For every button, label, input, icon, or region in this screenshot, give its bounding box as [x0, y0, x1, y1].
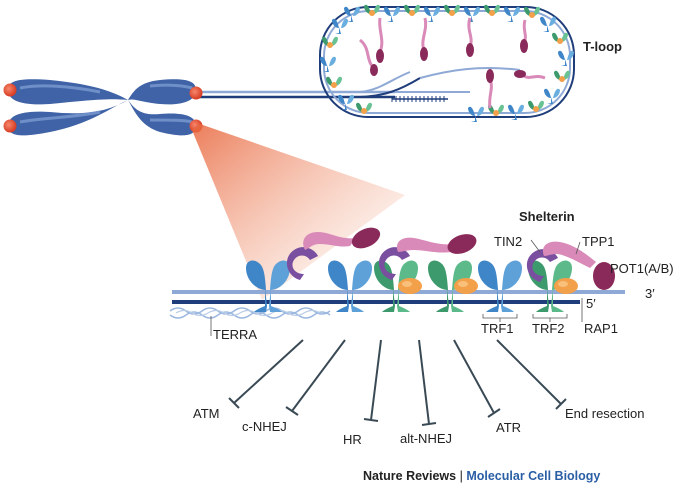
pathway-end-resection: End resection — [565, 406, 645, 421]
tpp1-protein — [542, 241, 596, 268]
tin2-label: TIN2 — [494, 234, 522, 249]
rap1-label: RAP1 — [584, 321, 618, 336]
trf1-bracket — [482, 314, 518, 322]
inhibit-end-resection-line — [496, 339, 567, 410]
pathway-atm: ATM — [193, 406, 219, 421]
d-loop-hatch — [391, 96, 448, 102]
telomere-cap-top-right — [189, 86, 203, 100]
figure-credit: Nature Reviews | Molecular Cell Biology — [363, 469, 600, 483]
pathway-c-nhej: c-NHEJ — [242, 419, 287, 434]
inhibit-hr-line — [363, 339, 382, 422]
rap1-protein — [454, 278, 478, 294]
inhibit-atr-line — [453, 339, 501, 418]
chromosome — [8, 79, 196, 136]
trf2-label: TRF2 — [532, 321, 565, 336]
trf1-label: TRF1 — [481, 321, 514, 336]
shelterin-complexes — [246, 227, 615, 312]
t-loop-outer — [319, 6, 575, 118]
credit-separator: | — [459, 469, 463, 483]
pathway-alt-nhej: alt-NHEJ — [400, 431, 452, 446]
trf2-bracket — [532, 314, 568, 322]
t-loop-label: T-loop — [583, 39, 622, 54]
tpp1-protein — [303, 232, 356, 250]
pot1-label: POT1(A/B) — [610, 261, 674, 276]
terra-rna — [169, 307, 331, 319]
terra-label: TERRA — [213, 327, 257, 342]
credit-journal: Nature Reviews — [363, 469, 457, 483]
inhibit-cnhej-line — [285, 339, 346, 416]
pot1-protein — [593, 262, 615, 290]
tin2-leader — [530, 239, 541, 253]
pathway-hr: HR — [343, 432, 362, 447]
five-prime-label: 5′ — [586, 296, 596, 311]
tpp1-label: TPP1 — [582, 234, 615, 249]
shelterin-label: Shelterin — [519, 209, 575, 224]
inhibit-altnhej-line — [418, 339, 437, 426]
t-loop-structure — [198, 4, 575, 122]
telomere-cap-bottom-left — [3, 119, 17, 133]
pot1-protein — [447, 234, 477, 254]
telomere-cap-top-left — [3, 83, 17, 97]
pathway-atr: ATR — [496, 420, 521, 435]
trf1-dimer — [328, 260, 372, 312]
t-loop-pot1-tails — [358, 17, 546, 109]
three-prime-label: 3′ — [645, 286, 655, 301]
trf1-dimer — [478, 260, 522, 312]
tpp1-protein — [396, 237, 456, 253]
zoom-cone — [192, 124, 405, 300]
tpp1-leader — [575, 241, 581, 255]
inhibition-arrows — [228, 339, 567, 426]
rap1-protein — [554, 278, 578, 294]
pot1-protein — [351, 227, 381, 249]
t-loop-shelterin-decor — [320, 4, 574, 122]
inhibit-atm-line — [228, 339, 304, 409]
rap1-protein — [398, 278, 422, 294]
credit-section: Molecular Cell Biology — [466, 469, 601, 483]
